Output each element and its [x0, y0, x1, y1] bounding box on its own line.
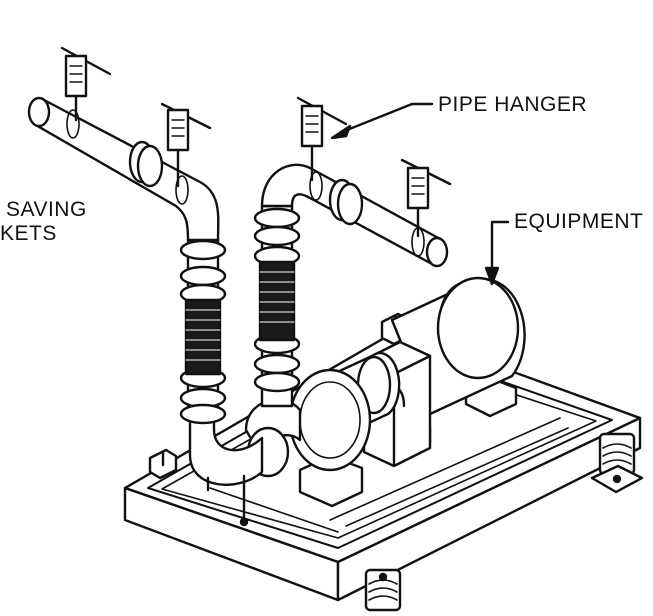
right-riser: [253, 204, 301, 408]
pipe-hanger-label: PIPE HANGER: [438, 93, 588, 116]
isolator-right: [590, 432, 644, 494]
pipe-hanger-1: [60, 46, 112, 122]
space-saving-label-line2: KETS: [0, 222, 57, 245]
lower-elbow: [188, 418, 264, 527]
pipe-hanger-3: [296, 96, 348, 182]
isolator-front: [364, 568, 402, 612]
isolator-back-left: [148, 448, 178, 480]
right-upper-pipe: [260, 163, 449, 268]
space-saving-label-line1: SAVING: [6, 198, 87, 221]
pipe-hanger-4: [400, 158, 452, 238]
left-upper-pipe: [27, 96, 220, 242]
pipe-hanger-2: [160, 102, 212, 188]
equipment-arrow: [484, 266, 500, 286]
left-riser: [179, 238, 227, 425]
leader-equipment: [490, 220, 510, 278]
pipe-hanger-arrow: [330, 124, 352, 140]
equipment-label: EQUIPMENT: [514, 210, 644, 233]
leader-pipe-hanger: [340, 102, 434, 134]
